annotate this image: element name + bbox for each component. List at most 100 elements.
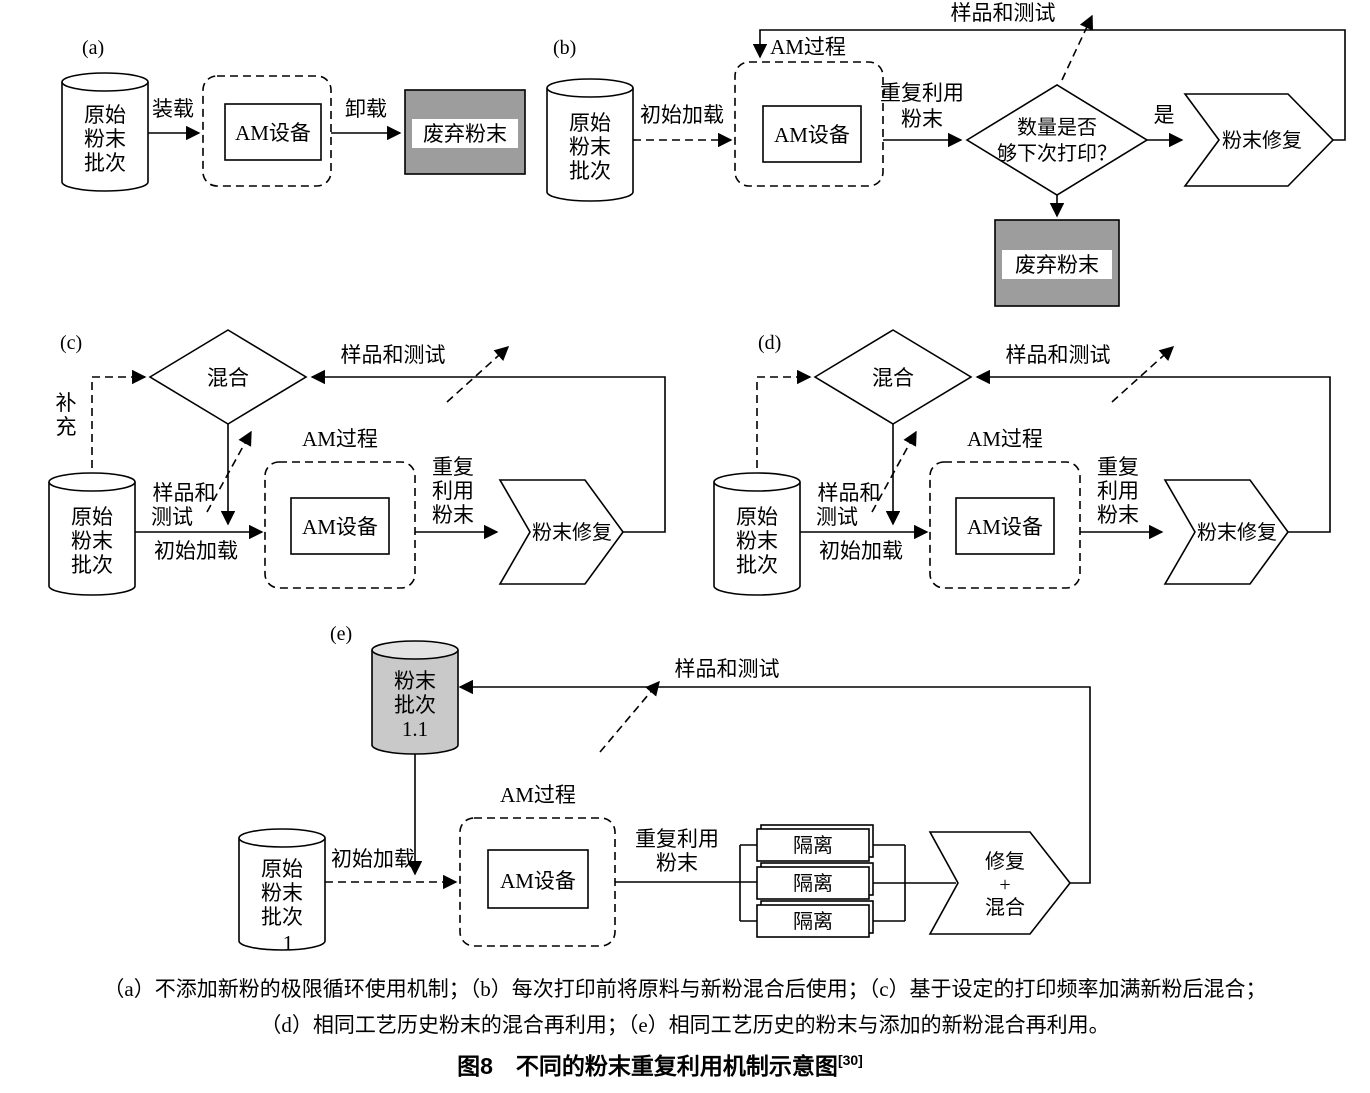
unload-label: 卸载 xyxy=(345,97,387,121)
isolation-label: 隔离 xyxy=(793,834,833,857)
mix-diamond: 混合 xyxy=(148,329,308,425)
sample-test-arrow xyxy=(446,346,510,403)
cylinder-text: 原始 xyxy=(84,103,126,127)
am-device-label: AM设备 xyxy=(500,869,576,893)
reused-powder-label: 重复利用 xyxy=(635,827,719,851)
cylinder-text: 粉末 xyxy=(84,127,126,151)
recycle-loop-connector xyxy=(310,369,666,533)
repair-mix-label: + xyxy=(999,874,1010,896)
reused-powder-label: 粉末 xyxy=(1097,503,1139,527)
reused-powder-label: 粉末 xyxy=(432,503,474,527)
am-machine-dashed-frame xyxy=(202,75,332,187)
isolation-right-connector xyxy=(869,844,956,922)
cylinder-lid xyxy=(371,640,459,660)
figure-caption: （a）不添加新粉的极限循环使用机制；（b）每次打印前将原料与新粉混合后使用；（c… xyxy=(103,977,1266,1079)
cylinder-body xyxy=(713,482,801,596)
panel-c-source-cylinder: 原始 粉末 批次 xyxy=(48,472,136,596)
reused-powder-label: 重复 xyxy=(432,455,474,479)
isolation-box-1: 隔离 xyxy=(756,824,874,862)
cylinder-text: 粉末 xyxy=(394,669,436,693)
panel-a-label: (a) xyxy=(82,37,104,59)
sample-test-arrow xyxy=(599,680,660,753)
caption-line-1: （a）不添加新粉的极限循环使用机制；（b）每次打印前将原料与新粉混合后使用；（c… xyxy=(103,977,1266,1001)
mix-diamond: 混合 xyxy=(813,329,973,425)
am-process-dashed-frame xyxy=(734,61,884,187)
am-process-dashed-frame xyxy=(264,461,416,589)
reused-powder-label: 利用 xyxy=(1097,479,1139,503)
isolation-left-connector xyxy=(739,844,757,922)
diamond xyxy=(148,329,308,425)
panel-d-source-cylinder: 原始 粉末 批次 xyxy=(713,472,801,596)
sample-test-small-label: 测试 xyxy=(151,505,193,529)
cylinder-lid xyxy=(546,78,634,98)
replenish-connector xyxy=(91,369,147,468)
sample-test-small-label: 样品和 xyxy=(818,481,881,505)
cylinder-body xyxy=(546,88,634,202)
cylinder-text: 批次 xyxy=(261,905,303,929)
recycle-loop-connector xyxy=(975,369,1331,533)
replenish-label: 补 xyxy=(56,391,77,415)
cylinder-body xyxy=(371,650,459,755)
am-device-label: AM设备 xyxy=(967,515,1043,539)
am-process-label: AM过程 xyxy=(500,783,576,807)
chevron xyxy=(928,831,1072,935)
chevron xyxy=(498,479,624,585)
cylinder-text: 粉末 xyxy=(569,135,611,159)
waste-label: 废弃粉末 xyxy=(1015,253,1099,277)
cylinder-text: 粉末 xyxy=(736,529,778,553)
waste-powder-box: 废弃粉末 xyxy=(404,89,526,175)
cylinder-text: 原始 xyxy=(736,505,778,529)
chevron xyxy=(1163,479,1289,585)
replenish-connector xyxy=(756,369,812,468)
reused-powder-label: 重复利用 xyxy=(880,81,964,105)
isolation-box-front xyxy=(756,828,870,862)
panel-a: (a) 原始 粉末 批次 装载 AM设备 卸载 废弃粉末 xyxy=(61,37,526,192)
repair-mix-label: 混合 xyxy=(985,896,1025,919)
cylinder-number: 1 xyxy=(283,931,294,955)
repair-mix-chevron: 修复 + 混合 xyxy=(928,831,1072,935)
decision-text: 够下次打印？ xyxy=(997,142,1117,165)
waste-label: 废弃粉末 xyxy=(423,122,507,146)
cylinder-text: 原始 xyxy=(569,111,611,135)
cylinder-text: 批次 xyxy=(569,159,611,183)
panel-a-source-cylinder: 原始 粉末 批次 xyxy=(61,72,149,192)
repair-label: 粉末修复 xyxy=(1222,129,1302,152)
isolation-box-3: 隔离 xyxy=(756,900,874,938)
initial-load-label: 初始加载 xyxy=(640,103,724,127)
panel-b: (b) 原始 粉末 批次 初始加载 AM过程 AM设备 重复利用 粉末 数量是否… xyxy=(546,1,1346,307)
cylinder-lid xyxy=(48,472,136,492)
am-process-label: AM过程 xyxy=(302,427,378,451)
repair-label: 粉末修复 xyxy=(1197,521,1277,544)
cylinder-text: 批次 xyxy=(736,553,778,577)
sample-to-mix-arrow xyxy=(871,430,917,513)
cylinder-text: 原始 xyxy=(71,505,113,529)
isolation-label: 隔离 xyxy=(793,872,833,895)
cylinder-text: 1.1 xyxy=(402,717,428,741)
panel-e-label: (e) xyxy=(330,623,352,645)
am-process-label: AM过程 xyxy=(967,427,1043,451)
chevron xyxy=(1183,93,1335,187)
reused-powder-label: 重复 xyxy=(1097,455,1139,479)
cylinder-lid xyxy=(238,828,326,848)
sample-test-arrow xyxy=(1061,14,1094,81)
cylinder-text: 粉末 xyxy=(261,881,303,905)
figure-title: 图8 不同的粉末重复利用机制示意图[30] xyxy=(457,1052,863,1079)
am-device-label: AM设备 xyxy=(774,123,850,147)
load-label: 装载 xyxy=(152,97,194,121)
am-device-box xyxy=(224,103,322,161)
panel-c-label: (c) xyxy=(60,332,82,354)
am-device-label: AM设备 xyxy=(235,121,311,145)
initial-load-label: 初始加载 xyxy=(819,539,903,563)
powder-batch-1-1-cylinder: 粉末 批次 1.1 xyxy=(371,640,459,755)
mix-label: 混合 xyxy=(872,366,914,390)
am-process-dashed-frame xyxy=(929,461,1081,589)
repair-mix-label: 修复 xyxy=(985,850,1025,873)
powder-repair-chevron: 粉末修复 xyxy=(1183,93,1335,187)
am-device-box xyxy=(955,497,1055,555)
isolation-box-2: 隔离 xyxy=(756,862,874,900)
mix-label: 混合 xyxy=(207,366,249,390)
cylinder-text: 批次 xyxy=(394,693,436,717)
reused-powder-label: 粉末 xyxy=(901,107,943,131)
